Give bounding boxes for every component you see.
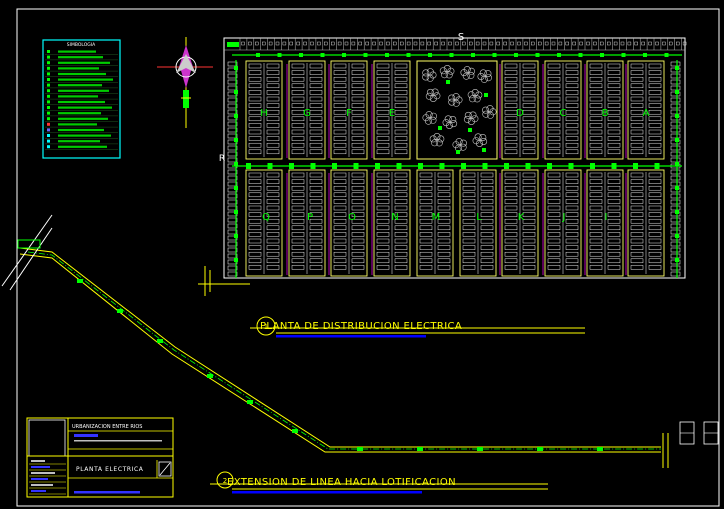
north-arrow-icon (157, 37, 213, 128)
site-plan: S R H G F E D C B A Q P O N M L K J I (198, 32, 687, 296)
side-letter: R (219, 154, 225, 164)
block-letter: J (562, 212, 566, 223)
block-letter: M (432, 212, 441, 223)
block-letter: K (518, 212, 525, 223)
block-letter: L (476, 212, 482, 223)
legend: SIMBOLOGIA (42, 39, 121, 159)
block-letter: O (348, 212, 356, 223)
block-letters: H G F E D C B A Q P O N M L K J I (260, 108, 649, 223)
block-letter: N (391, 212, 398, 223)
extension-marks (77, 279, 603, 451)
block-letter: E (389, 108, 395, 119)
block-letter: Q (262, 212, 270, 223)
block-letter: I (605, 212, 608, 223)
block-letter: D (516, 108, 524, 119)
legend-rows (45, 50, 118, 150)
block-letter: A (643, 108, 650, 119)
left-lot-strip (227, 61, 238, 277)
compass-letter: S (458, 32, 464, 43)
extension-title-number: 2 (223, 477, 227, 485)
title-block: URBANIZACION ENTRE RIOS PLANTA ELECTRICA (26, 417, 174, 498)
legend-title: SIMBOLOGIA (67, 42, 96, 48)
plan-title-number: 1 (264, 323, 268, 331)
extension-line (1, 214, 719, 468)
block-letter: F (346, 108, 352, 119)
title-block-rows (29, 460, 66, 495)
top-lot-strip (224, 38, 687, 51)
block-letter: H (260, 108, 268, 119)
block-letter: G (303, 108, 311, 119)
blocks (245, 60, 665, 277)
sheet-frame (16, 8, 720, 507)
right-lot-strip (670, 61, 681, 277)
poles (234, 53, 679, 262)
block-letter: C (560, 108, 567, 119)
dimension-marker (198, 266, 250, 296)
extension-title-block: 2 EXTENSION DE LINEA HACIA LOTIFICACION (210, 471, 548, 494)
sheet-name: PLANTA ELECTRICA (76, 466, 144, 473)
extension-title: EXTENSION DE LINEA HACIA LOTIFICACION (227, 477, 456, 488)
block-letter: B (602, 108, 609, 119)
project-name: URBANIZACION ENTRE RIOS (72, 424, 142, 430)
power-lines (232, 54, 682, 278)
plan-title-block: 1 PLANTA DE DISTRIBUCION ELECTRICA (250, 316, 585, 338)
plan-title: PLANTA DE DISTRIBUCION ELECTRICA (260, 321, 462, 332)
park-block (416, 60, 498, 160)
park-trees (422, 65, 497, 154)
block-letter: P (307, 212, 313, 223)
